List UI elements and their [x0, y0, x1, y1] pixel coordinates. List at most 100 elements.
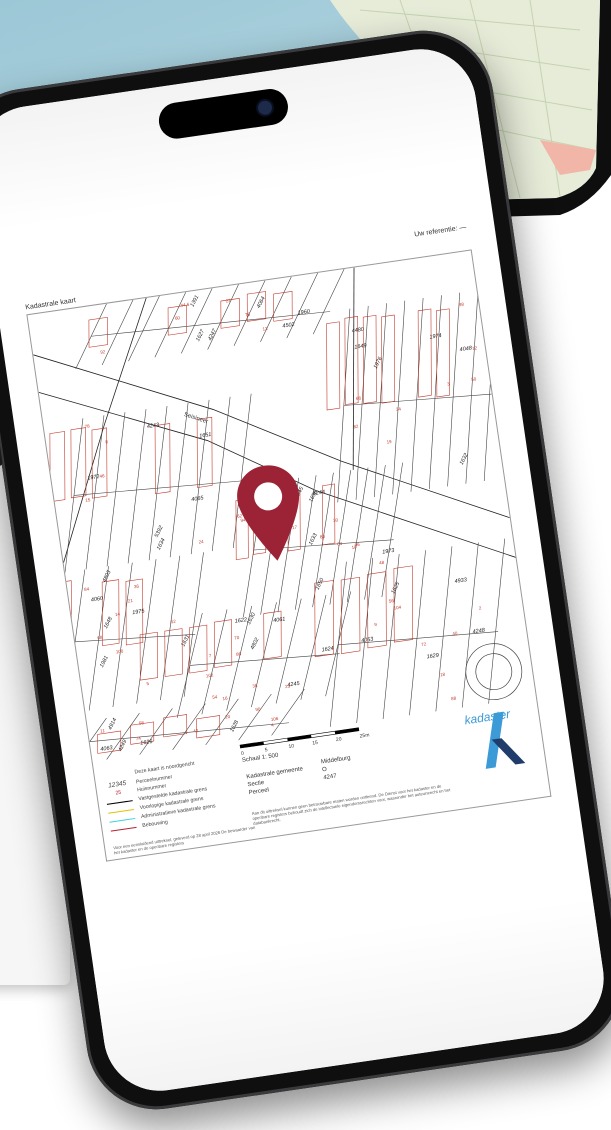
house-number-label: 54: [212, 694, 218, 700]
parcel-number-label: 1624: [321, 646, 334, 654]
parcel-boundary: [91, 311, 331, 337]
parcel-boundary: [75, 634, 196, 643]
house-number-label: 5: [146, 681, 150, 686]
parcel-number-label: 1622: [234, 617, 247, 625]
legend-symbol: 25: [115, 789, 122, 797]
legend-label: Bebouwing: [141, 819, 169, 829]
parcel-boundary: [85, 415, 105, 570]
building-outline: [344, 316, 359, 405]
parcel-boundary: [138, 708, 173, 756]
building-outline: [436, 308, 450, 398]
building-outline: [314, 580, 334, 658]
parcel-boundary: [364, 465, 386, 600]
parcel-boundary: [180, 288, 213, 354]
parcel-number-label: 1648: [103, 615, 114, 629]
parcel-boundary: [488, 538, 506, 705]
house-number-label: 12: [472, 345, 478, 351]
parcel-number-label: 4244: [312, 489, 325, 497]
house-number-label: 48: [379, 560, 385, 566]
building-outline: [196, 715, 221, 739]
parcel-boundary: [233, 280, 266, 346]
house-number-label: 40: [452, 630, 458, 636]
parcel-boundary: [275, 598, 302, 704]
parcel-number-label: 4064: [256, 296, 267, 310]
parcel-number-label: 1633: [308, 532, 319, 546]
building-outline: [54, 580, 72, 647]
scale-tick-label: 20: [336, 736, 343, 743]
house-number-label: 70: [234, 635, 240, 641]
parcel-boundary: [409, 550, 426, 717]
house-number-label: 7: [208, 653, 212, 658]
parcel-boundary: [112, 562, 133, 708]
parcel-boundary: [128, 295, 160, 362]
building-outline: [167, 304, 187, 336]
parcel-boundary: [381, 462, 403, 598]
parcel-number-label: 1625: [390, 581, 401, 595]
parcel-number-label: 1649: [354, 343, 367, 351]
house-number-label: 4: [271, 722, 275, 727]
house-number-label: 58: [139, 720, 145, 726]
building-outline: [125, 578, 144, 646]
house-number-label: 92: [100, 349, 106, 355]
house-number-label: 84: [84, 586, 90, 592]
house-number-label: 72: [421, 641, 427, 647]
building-outline: [88, 316, 108, 348]
legend-label: Perceelnummer: [135, 773, 173, 785]
building-outline: [417, 308, 432, 398]
parcel-boundary: [286, 272, 319, 339]
parcel-number-label: 1974: [429, 333, 442, 341]
parcel-number-label: 1391: [190, 294, 201, 308]
parcel-number-label: 1975: [132, 608, 146, 616]
building-outline: [70, 427, 87, 499]
location-pin-icon[interactable]: [231, 459, 311, 567]
parcel-number-label: 1960: [297, 309, 311, 317]
parcel-number-label: 1634: [156, 537, 167, 551]
house-number-label: 38: [252, 683, 258, 689]
legend-symbol: [103, 773, 129, 777]
scale-tick-label: 25m: [359, 732, 369, 739]
parcel-boundary: [169, 402, 189, 558]
building-outline: [163, 714, 188, 738]
house-number-label: 76: [245, 312, 251, 318]
house-number-label: 18: [440, 672, 446, 678]
parcel-boundary: [300, 594, 327, 700]
building-outline: [340, 576, 361, 654]
parcel-number-label: 1631: [180, 634, 191, 648]
parcel-boundary: [73, 480, 244, 496]
house-number-label: 56: [388, 598, 394, 604]
house-number-label: 3: [447, 381, 451, 386]
parcel-boundary: [127, 409, 147, 564]
parcel-boundary: [154, 292, 187, 358]
parcel-boundary: [356, 557, 374, 725]
house-number-label: 88: [451, 696, 457, 702]
parcel-number-label: 4248: [472, 628, 486, 636]
house-number-label: 62: [237, 513, 243, 519]
parcel-number-label: 4247: [207, 327, 218, 341]
house-number-label: 102: [206, 672, 215, 678]
parcel-boundary: [89, 722, 290, 743]
house-number-label: 74: [135, 736, 141, 742]
roundabout: [465, 643, 523, 700]
house-number-label: 21: [128, 598, 134, 604]
parcel-boundary: [312, 268, 345, 335]
parcel-number-label: 4480: [351, 327, 365, 335]
parcel-boundary: [207, 284, 239, 350]
parcel-boundary: [183, 552, 204, 697]
legend-line-symbol: [110, 826, 137, 832]
parcel-boundary: [410, 297, 424, 492]
parcel-boundary: [465, 289, 479, 484]
screen-bottom-fade: [93, 896, 611, 1099]
house-number-label: 10: [351, 544, 357, 550]
house-number-label: 23: [285, 683, 291, 689]
legend-line-symbol: [108, 808, 134, 814]
house-number-label: 66: [356, 395, 362, 401]
parcel-number-label: 1626: [140, 739, 154, 747]
parcel-boundary: [190, 399, 210, 555]
house-number-label: 36: [134, 584, 140, 590]
house-number-label: 34: [396, 406, 402, 412]
